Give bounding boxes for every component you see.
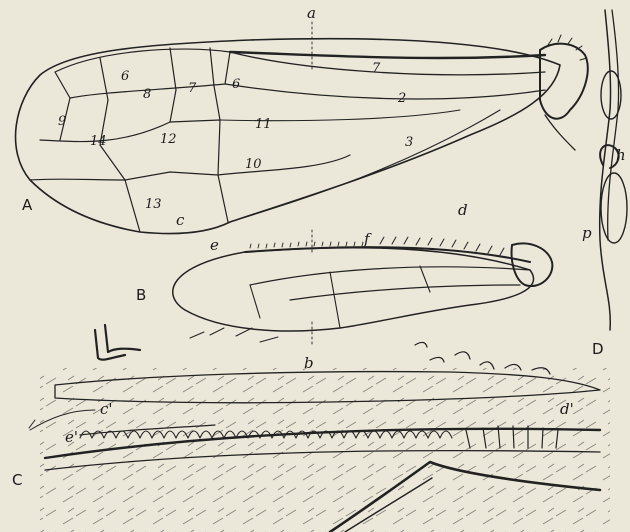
marker-b: b <box>304 354 314 372</box>
marker-c-prime: c' <box>100 400 113 418</box>
cell-7: 7 <box>372 61 381 76</box>
panel-label-d: D <box>592 340 604 358</box>
panel-label-a: A <box>22 196 33 214</box>
marker-f: f <box>363 230 372 248</box>
cell-3: 3 <box>405 135 413 150</box>
panel-label-c: C <box>12 471 22 489</box>
marker-d: d <box>458 201 468 219</box>
marker-c: c <box>176 211 185 229</box>
cell-6b: 6 <box>232 77 240 92</box>
marker-a: a <box>307 4 316 22</box>
marker-p: p <box>582 224 592 242</box>
cell-6: 6 <box>121 69 129 84</box>
cell-10: 10 <box>245 157 262 172</box>
hooks-detail-c <box>29 325 610 532</box>
cell-9: 9 <box>58 114 66 129</box>
cell-14: 14 <box>90 134 107 149</box>
marker-e: e <box>210 236 219 254</box>
cell-7b: 7 <box>188 81 197 96</box>
panel-label-b: B <box>136 286 146 304</box>
cell-12: 12 <box>160 132 177 147</box>
hook-section-d <box>600 10 627 330</box>
marker-h: h <box>616 146 626 164</box>
cell-11: 11 <box>255 117 272 132</box>
marker-d-prime: d' <box>560 400 574 418</box>
marker-e-prime: e' <box>65 428 78 446</box>
cell-labels-a: 7 2 3 6 7 6 8 9 11 12 14 10 13 <box>58 61 413 212</box>
hind-wing-b <box>173 237 553 331</box>
cell-8: 8 <box>143 87 151 102</box>
cell-2: 2 <box>397 91 406 106</box>
cell-13: 13 <box>145 197 162 212</box>
